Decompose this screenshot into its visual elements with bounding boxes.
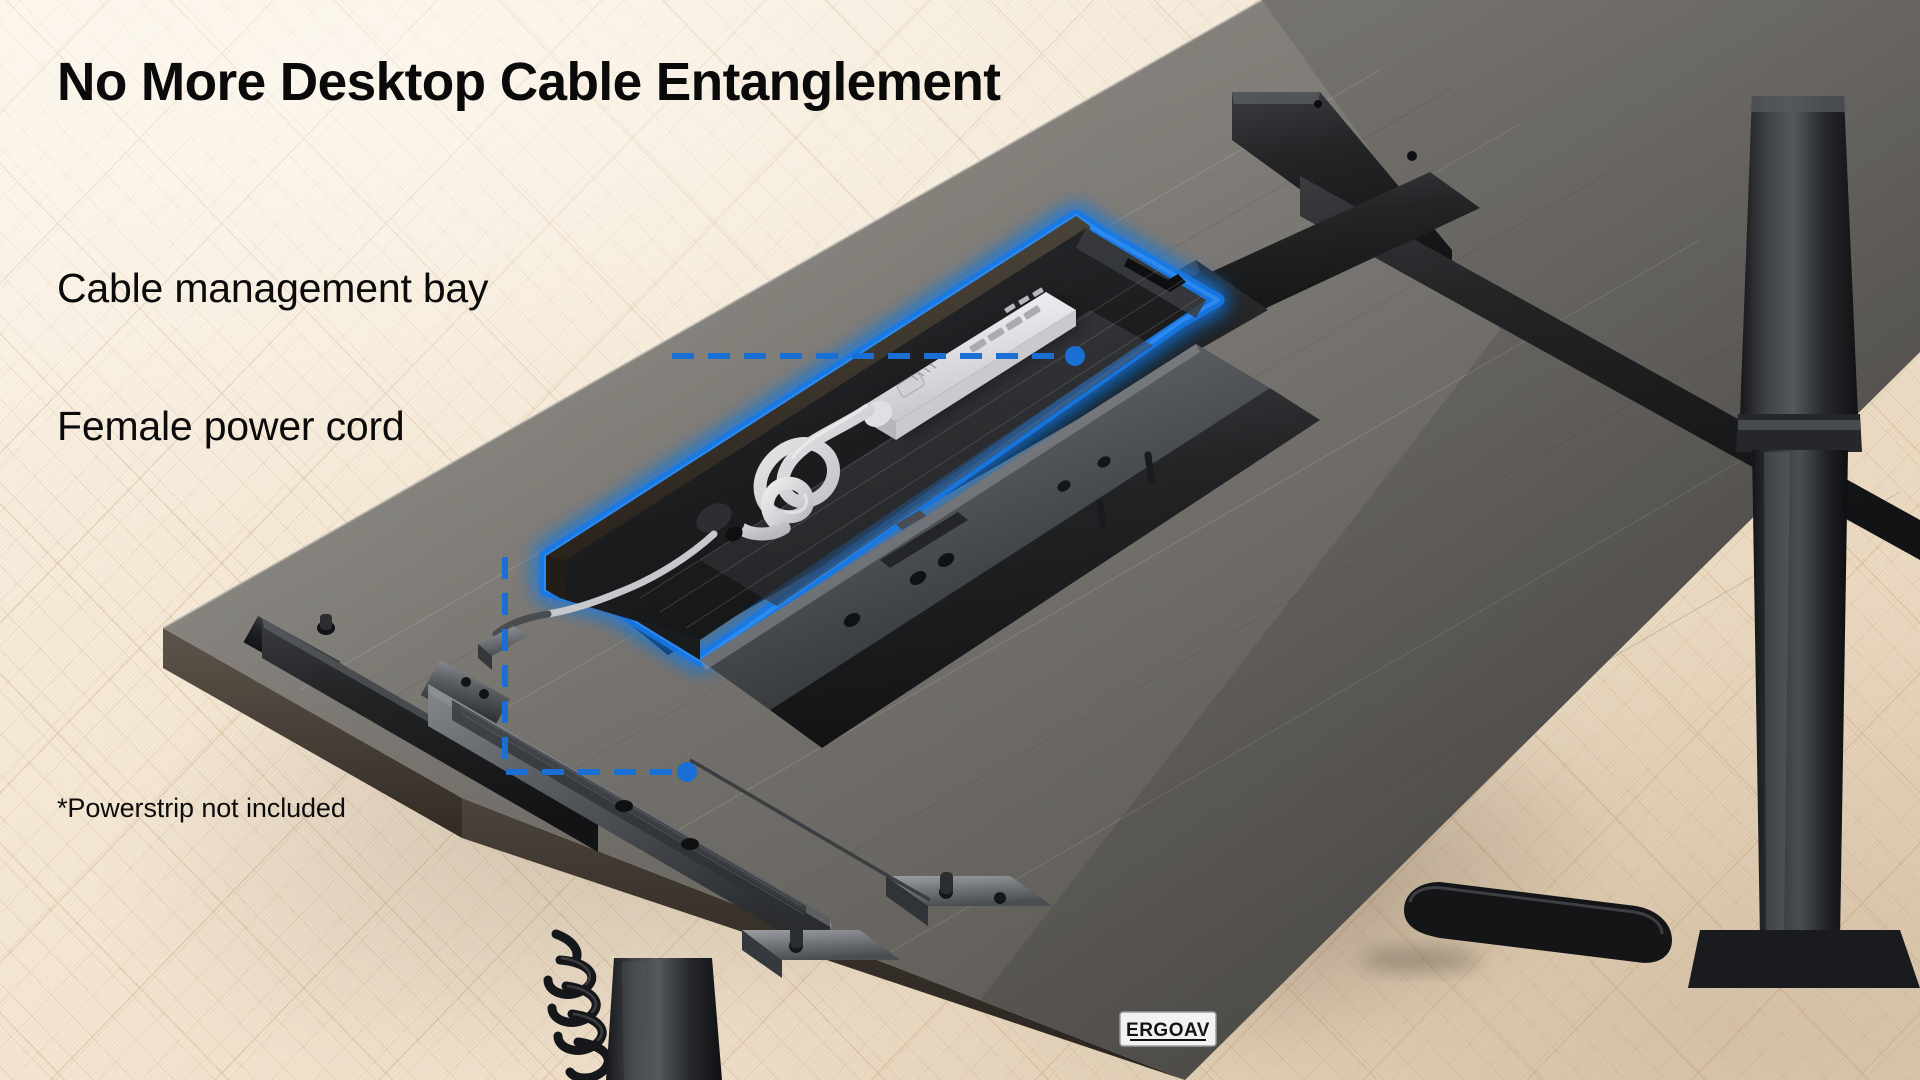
leg-lower-highlight bbox=[1764, 452, 1790, 936]
leg-upper-segment bbox=[1740, 96, 1858, 416]
mounting-bolt-stem bbox=[790, 926, 803, 948]
coiled-spring-cable bbox=[543, 929, 613, 1080]
tray-hook-cutout bbox=[1124, 258, 1186, 292]
callout-label-female-power-cord: Female power cord bbox=[57, 403, 405, 449]
desk-foot-highlight bbox=[1408, 886, 1664, 935]
callout-label-cable-management-bay: Cable management bay bbox=[57, 265, 489, 311]
desk-leg-left bbox=[606, 958, 722, 1080]
inner-rail-tab bbox=[896, 510, 926, 530]
desktop-far-shading bbox=[980, 0, 1920, 1080]
desk-foot-shadow bbox=[1360, 948, 1480, 972]
left-mounting-bracket bbox=[420, 660, 510, 734]
inner-rail-bar bbox=[880, 512, 968, 568]
desktop-edge-highlight bbox=[162, 0, 1263, 629]
under-desk-wire bbox=[689, 758, 931, 902]
lower-mounting-plates bbox=[689, 758, 1052, 978]
coiled-spring-cable-highlight bbox=[560, 956, 604, 1042]
page-title: No More Desktop Cable Entanglement bbox=[57, 52, 1001, 112]
cable-coil-upper bbox=[753, 403, 875, 523]
mounting-plate-left-side bbox=[742, 930, 782, 978]
leg-joint-collar bbox=[1736, 414, 1862, 452]
brand-badge-plate bbox=[1119, 1011, 1217, 1047]
power-cord-plug-collar bbox=[725, 526, 743, 542]
leg-lower-segment bbox=[1752, 450, 1848, 940]
inner-rail-highlight bbox=[700, 344, 1200, 670]
coiled-cable-highlight bbox=[784, 404, 868, 515]
inner-rail-beam bbox=[770, 388, 1320, 748]
desk-leg-column bbox=[1688, 96, 1920, 988]
mounting-plate-right-side bbox=[886, 876, 928, 926]
leg-joint-highlight bbox=[1738, 420, 1860, 430]
inner-rail-plate bbox=[700, 344, 1270, 710]
rear-rail-bolt-hole bbox=[1407, 151, 1417, 161]
bottom-rail-holes bbox=[615, 800, 699, 850]
power-strip-usb-ports bbox=[1004, 287, 1044, 313]
left-bracket-bolts bbox=[461, 677, 489, 699]
power-cord-plug-face bbox=[696, 503, 732, 533]
desktop-edge-left bbox=[163, 628, 462, 838]
brand-badge-label: ERGOAV bbox=[1126, 1020, 1210, 1041]
power-strip-sockets bbox=[969, 305, 1041, 353]
left-rail-bolt-stem bbox=[320, 614, 332, 630]
left-rail-beam bbox=[262, 618, 598, 852]
rear-rail-bolt-hole bbox=[1314, 100, 1322, 108]
inner-rail-peg bbox=[1096, 499, 1107, 530]
rear-rail-highlight bbox=[1232, 92, 1320, 104]
inner-rail-holes bbox=[843, 456, 1111, 627]
mounting-bolt bbox=[994, 892, 1006, 904]
inner-rail-peg bbox=[1144, 451, 1155, 484]
power-strip-vents bbox=[911, 363, 937, 381]
mounting-bolt-stem bbox=[940, 872, 953, 894]
leg-base-plate bbox=[1688, 930, 1920, 988]
cable-coil-lower bbox=[761, 476, 814, 535]
desk-foot bbox=[1360, 882, 1672, 972]
mounting-plate-left bbox=[742, 930, 900, 960]
leg-left-highlight bbox=[622, 962, 648, 1080]
power-strip-side bbox=[896, 310, 1076, 440]
brand-badge: ERGOAV bbox=[1119, 1011, 1217, 1047]
desk-frame-inner-rails bbox=[700, 344, 1320, 748]
footnote-disclaimer: *Powerstrip not included bbox=[57, 793, 346, 823]
leg-left-column bbox=[606, 958, 722, 1080]
leg-upper-cap bbox=[1750, 96, 1846, 112]
power-cord-connector-side bbox=[478, 644, 492, 670]
desk-foot-body bbox=[1404, 882, 1672, 963]
